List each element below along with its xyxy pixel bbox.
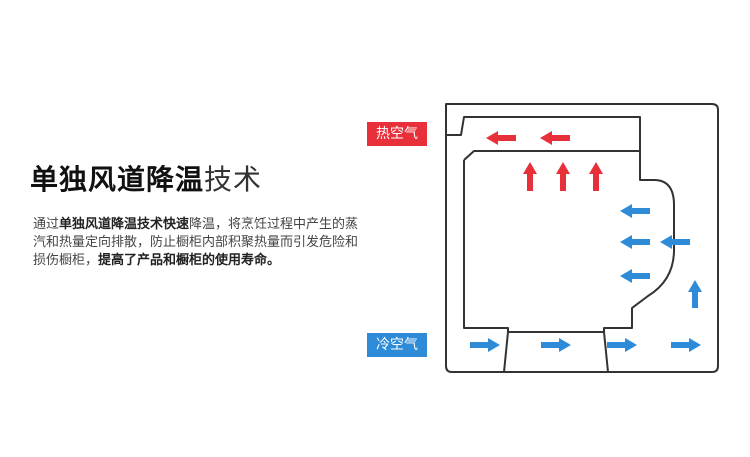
cold-arrow-right-3 <box>607 338 637 352</box>
cold-arrow-right-1 <box>470 338 500 352</box>
hot-arrow-left-1 <box>486 131 516 145</box>
headline-bold: 单独风道降温 <box>30 163 205 196</box>
description-middle: 降温，将烹饪过程中产生的蒸汽和热量定向排散，防止橱柜内部积聚热量而引发危险和损伤… <box>33 217 359 268</box>
cold-arrow-right-4 <box>671 338 701 352</box>
oven-cavity <box>463 151 675 333</box>
hot-arrow-up-1 <box>523 162 537 191</box>
hot-arrow-left-2 <box>540 131 570 145</box>
cold-arrow-left-3 <box>620 269 650 283</box>
cold-arrow-left-1 <box>620 204 650 218</box>
cold-air-label: 冷空气 <box>367 333 427 357</box>
hot-air-duct <box>447 116 641 161</box>
description-emphasis-1: 单独风道降温技术快速 <box>59 217 190 232</box>
cold-arrow-right-2 <box>541 338 571 352</box>
description: 通过单独风道降温技术快速降温，将烹饪过程中产生的蒸汽和热量定向排散，防止橱柜内部… <box>33 216 363 270</box>
hot-arrow-up-3 <box>589 162 603 191</box>
cold-arrow-left-2 <box>620 235 650 249</box>
cold-arrow-up <box>688 280 702 308</box>
hot-arrow-up-2 <box>556 162 570 191</box>
headline: 单独风道降温技术 <box>30 160 262 200</box>
hot-air-label: 热空气 <box>367 122 427 146</box>
description-prefix: 通过 <box>33 217 60 232</box>
description-emphasis-2: 提高了产品和橱柜的使用寿命。 <box>98 253 281 268</box>
headline-light: 技术 <box>204 163 263 196</box>
fan-channel <box>503 331 609 373</box>
hot-air-arrows <box>486 131 603 191</box>
cold-arrow-left-4 <box>660 235 690 249</box>
cabinet-outline <box>445 103 719 373</box>
cold-air-arrows <box>470 204 702 352</box>
